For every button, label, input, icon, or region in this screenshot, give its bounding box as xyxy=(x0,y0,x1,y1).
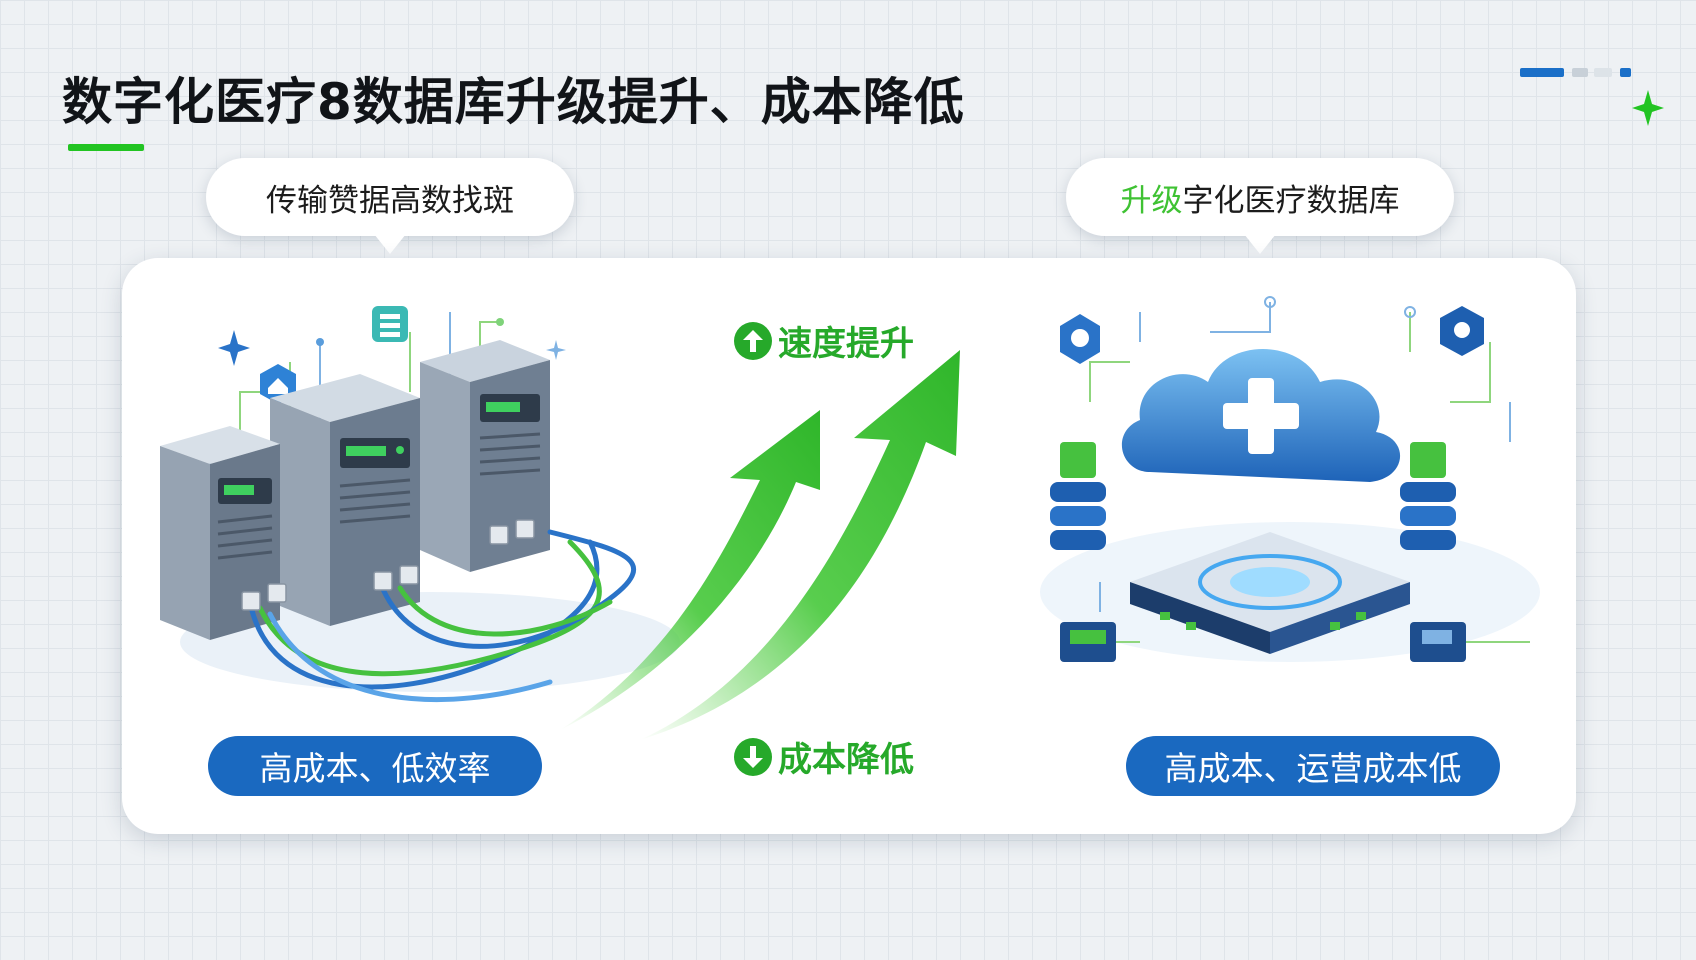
right-status-pill: 高成本、运营成本低 xyxy=(1126,736,1500,796)
right-callout-accent: 升级 xyxy=(1120,182,1183,219)
title-underline xyxy=(68,144,144,151)
left-callout-text: 传输赞据高数找斑 xyxy=(266,182,514,219)
right-callout: 升级字化医疗数据库 xyxy=(1066,158,1454,254)
cost-down-label: 成本降低 xyxy=(778,740,914,780)
left-callout: 传输赞据高数找斑 xyxy=(206,158,574,254)
speed-up-metric: 速度提升 xyxy=(734,316,914,365)
speed-up-label: 速度提升 xyxy=(778,324,914,364)
sparkle-icon xyxy=(1632,90,1664,126)
left-status-pill: 高成本、低效率 xyxy=(208,736,542,796)
legacy-servers-illustration xyxy=(160,306,680,703)
arrow-up-circle-icon xyxy=(734,321,772,360)
arrow-down-circle-icon xyxy=(734,737,772,776)
cost-down-metric: 成本降低 xyxy=(734,732,914,781)
right-status-text: 高成本、运营成本低 xyxy=(1164,749,1462,788)
growth-arrows xyxy=(560,350,960,740)
cloud-database-illustration xyxy=(1040,296,1540,662)
left-status-text: 高成本、低效率 xyxy=(259,749,491,788)
right-callout-text: 字化医疗数据库 xyxy=(1182,182,1400,219)
page-title: 数字化医疗8数据库升级提升、成本降低 xyxy=(62,73,965,131)
